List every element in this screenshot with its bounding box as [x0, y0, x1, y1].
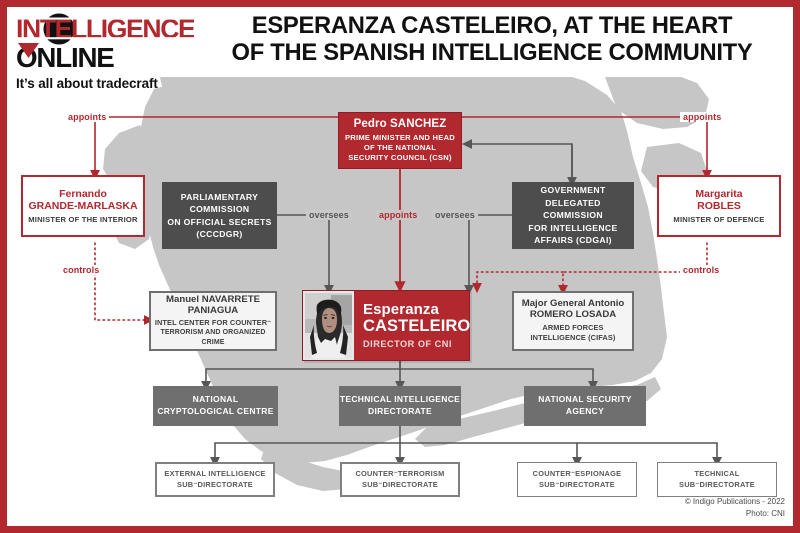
node-esperanza-casteleiro[interactable]: Esperanza CASTELEIRO DIRECTOR OF CNI: [302, 290, 470, 361]
sub-tech-line1: TECHNICAL: [694, 468, 740, 478]
cccdgr-line1: PARLIAMENTARY: [180, 191, 259, 202]
ccn-line2: CRYPTOLOGICAL CENTRE: [157, 406, 274, 416]
sub-ce-line2: SUB⁻DIRECTORATE: [539, 479, 615, 489]
romero-last-name: ROMERO LOSADA: [529, 309, 617, 321]
credits: © Indigo Publications - 2022 Photo: CNI: [685, 496, 785, 520]
pm-role-line3: SECURITY COUNCIL (CSN): [348, 153, 452, 163]
page-title: ESPERANZA CASTELEIRO, AT THE HEART OF TH…: [203, 12, 781, 67]
edge-label-appoints-center: appoints: [376, 210, 421, 220]
hero-text: Esperanza CASTELEIRO DIRECTOR OF CNI: [354, 291, 470, 360]
edge-label-oversees-left: oversees: [306, 210, 352, 220]
node-minister-interior[interactable]: Fernando GRANDE-MARLASKA MINISTER OF THE…: [21, 175, 145, 237]
romero-first-name: Major General Antonio: [521, 298, 625, 310]
interior-first-name: Fernando: [59, 187, 107, 200]
defence-first-name: Margarita: [695, 187, 743, 200]
node-government-delegated-commission[interactable]: GOVERNMENT DELEGATED COMMISSION FOR INTE…: [512, 182, 634, 249]
node-minister-defence[interactable]: Margarita ROBLES MINISTER OF DEFENCE: [657, 175, 781, 237]
nsa-line1: NATIONAL SECURITY: [538, 394, 632, 405]
node-prime-minister[interactable]: Pedro SANCHEZ PRIME MINISTER AND HEAD OF…: [338, 112, 462, 169]
sub-tech-line2: SUB⁻DIRECTORATE: [679, 479, 755, 489]
sub-ct-line2: SUB⁻DIRECTORATE: [362, 479, 438, 489]
tid-line2: DIRECTORATE: [368, 406, 432, 416]
logo-word-online: ONLINE: [16, 42, 194, 73]
edge-label-controls-left: controls: [60, 265, 103, 275]
page-title-line1: ESPERANZA CASTELEIRO, AT THE HEART: [251, 12, 733, 39]
interior-last-name: GRANDE-MARLASKA: [28, 200, 138, 212]
sub-external-line1: EXTERNAL INTELLIGENCE: [164, 468, 266, 478]
logo-word-intelligence: INTELLIGENCE: [16, 13, 196, 45]
cdgai-line1: GOVERNMENT DELEGATED: [540, 185, 606, 208]
node-navarrete-paniagua[interactable]: Manuel NAVARRETE PANIAGUA INTEL CENTER F…: [149, 291, 277, 351]
cccdgr-line3: ON OFFICIAL SECRETS: [167, 216, 272, 227]
sub-ce-line1: COUNTER⁻ESPIONAGE: [532, 468, 622, 478]
edge-label-appoints-left: appoints: [65, 112, 110, 122]
node-counter-terrorism-subdirectorate[interactable]: COUNTER⁻TERRORISM SUB⁻DIRECTORATE: [340, 462, 460, 497]
brand-logo[interactable]: INTELLIGENCE ONLINE It’s all about trade…: [16, 13, 196, 91]
pm-name: Pedro SANCHEZ: [353, 117, 447, 130]
romero-role-line2: INTELLIGENCE (CIFAS): [530, 332, 616, 342]
node-romero-losada[interactable]: Major General Antonio ROMERO LOSADA ARME…: [512, 291, 634, 351]
navarrete-first-name: Manuel NAVARRETE: [166, 293, 260, 305]
page-title-line2: OF THE SPANISH INTELLIGENCE COMMUNITY: [231, 38, 753, 66]
cdgai-line2: COMMISSION: [543, 210, 603, 221]
infographic-canvas: appoints appoints appoints oversees over…: [7, 7, 793, 526]
romero-role-line1: ARMED FORCES: [542, 322, 604, 332]
cccdgr-line2: COMMISSION: [189, 204, 250, 215]
spain-map-background: [103, 57, 709, 491]
casteleiro-last-name: CASTELEIRO: [363, 317, 471, 336]
credits-photo: Photo: CNI: [745, 509, 785, 518]
navarrete-role-line1: INTEL CENTER FOR COUNTER⁻: [154, 318, 272, 328]
navarrete-last-name: PANIAGUA: [187, 304, 239, 316]
defence-role: MINISTER OF DEFENCE: [673, 215, 765, 225]
navarrete-role-line2: TERRORISM AND ORGANIZED CRIME: [160, 329, 266, 346]
edge-label-oversees-right: oversees: [432, 210, 478, 220]
sub-external-line2: SUB⁻DIRECTORATE: [177, 479, 253, 489]
avatar-esperanza-casteleiro: [303, 291, 354, 360]
node-counter-espionage-subdirectorate[interactable]: COUNTER⁻ESPIONAGE SUB⁻DIRECTORATE: [517, 462, 637, 497]
node-technical-intelligence-directorate[interactable]: TECHNICAL INTELLIGENCE DIRECTORATE: [339, 386, 461, 426]
cdgai-line3: FOR INTELLIGENCE: [528, 222, 618, 233]
edge-label-controls-right: controls: [680, 265, 723, 275]
cccdgr-line4: (CCCDGR): [196, 228, 243, 239]
nsa-line2: AGENCY: [565, 406, 605, 416]
pm-role-line1: PRIME MINISTER AND HEAD: [344, 132, 456, 142]
tid-line1: TECHNICAL INTELLIGENCE: [339, 394, 461, 405]
interior-role: MINISTER OF THE INTERIOR: [28, 215, 138, 225]
credits-copyright: © Indigo Publications - 2022: [684, 497, 785, 506]
pm-role-line2: OF THE NATIONAL: [363, 142, 437, 152]
node-national-security-agency[interactable]: NATIONAL SECURITY AGENCY: [524, 386, 646, 426]
brand-tagline: It’s all about tradecraft: [16, 76, 158, 91]
ccn-line1: NATIONAL: [192, 394, 239, 405]
node-parliamentary-commission[interactable]: PARLIAMENTARY COMMISSION ON OFFICIAL SEC…: [162, 182, 277, 249]
node-technical-subdirectorate[interactable]: TECHNICAL SUB⁻DIRECTORATE: [657, 462, 777, 497]
defence-last-name: ROBLES: [697, 200, 741, 212]
cdgai-line4: AFFAIRS (CDGAI): [534, 235, 612, 246]
edge-label-appoints-right: appoints: [680, 112, 725, 122]
casteleiro-first-name: Esperanza: [363, 301, 439, 319]
casteleiro-role: DIRECTOR OF CNI: [363, 338, 452, 349]
node-national-cryptological-centre[interactable]: NATIONAL CRYPTOLOGICAL CENTRE: [153, 386, 278, 426]
node-external-intelligence-subdirectorate[interactable]: EXTERNAL INTELLIGENCE SUB⁻DIRECTORATE: [155, 462, 275, 497]
sub-ct-line1: COUNTER⁻TERRORISM: [355, 468, 445, 478]
